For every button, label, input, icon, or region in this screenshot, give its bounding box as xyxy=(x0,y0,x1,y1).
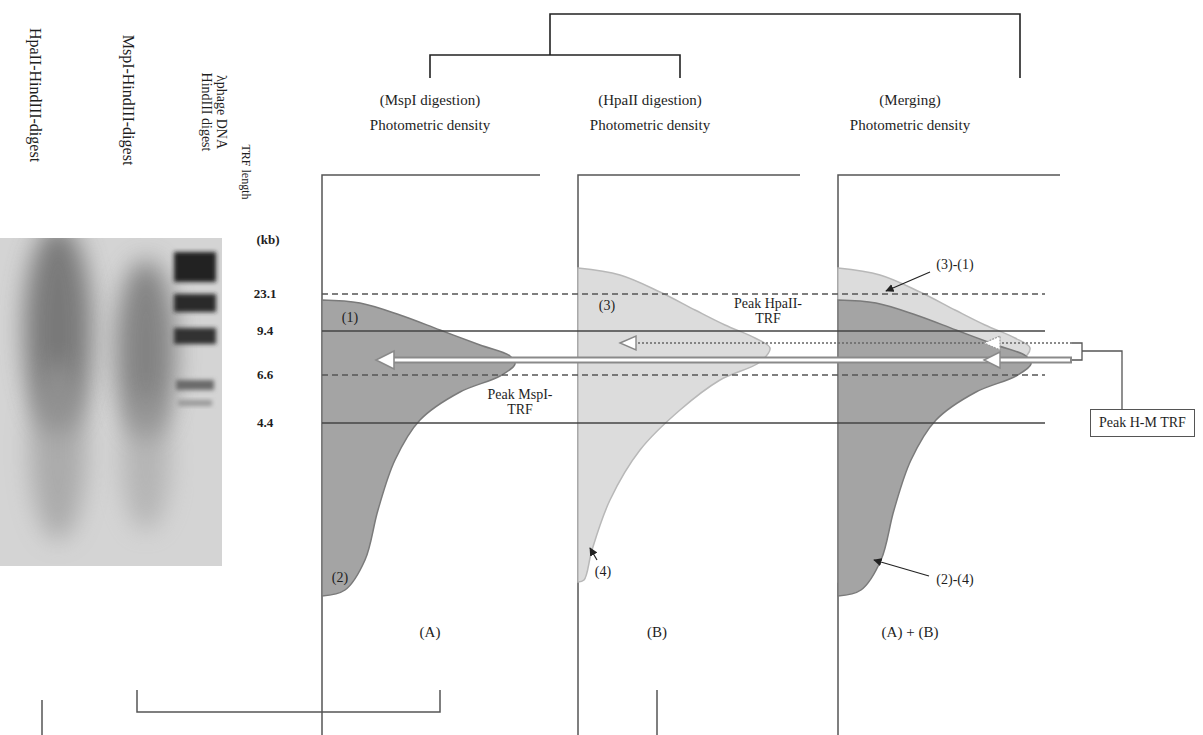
region-number: (1) xyxy=(342,310,358,325)
panel-axis xyxy=(322,175,540,735)
peak-box: Peak H-M TRF xyxy=(1090,409,1195,437)
density-curve xyxy=(322,300,515,596)
density-curve xyxy=(578,268,770,582)
size-line xyxy=(322,374,1045,375)
panel-axis xyxy=(838,175,1060,735)
axis-unit: (kb) xyxy=(256,233,279,247)
bracket xyxy=(41,700,43,735)
leader-line xyxy=(590,548,597,560)
bracket xyxy=(430,55,680,78)
bracket xyxy=(137,690,440,712)
gel-image xyxy=(0,238,222,566)
region-number: (2)-(4) xyxy=(936,572,973,587)
region-number: (2) xyxy=(332,570,348,585)
lane-label: MspI-HindIII-digest xyxy=(119,35,136,166)
box-text: Peak H-M TRF xyxy=(1099,415,1186,431)
size-line xyxy=(322,422,1045,423)
peak-arrow xyxy=(376,351,1072,369)
region-number: (3)-(1) xyxy=(936,257,973,272)
tick-label: 6.6 xyxy=(257,368,273,382)
density-curve xyxy=(838,300,1031,596)
peak-label: Peak HpaII-TRF xyxy=(728,296,808,326)
tick-label: 9.4 xyxy=(257,324,273,338)
peak-arrow xyxy=(620,336,1072,350)
panel-heading: (HpaII digestion) xyxy=(598,92,702,108)
region-number: (4) xyxy=(595,564,611,579)
panel-axis xyxy=(578,175,800,735)
tick-label: 4.4 xyxy=(257,416,273,430)
bracket xyxy=(656,690,658,735)
size-line xyxy=(322,330,1045,331)
tick-label: 23.1 xyxy=(254,287,277,301)
leader-line xyxy=(886,272,930,291)
panel-heading: Photometric density xyxy=(370,117,490,133)
leader-line xyxy=(874,560,929,576)
panel-heading: (MspI digestion) xyxy=(380,92,480,108)
size-line xyxy=(322,293,1045,294)
panel-letter: (A) + (B) xyxy=(882,624,939,640)
bracket xyxy=(1072,343,1122,412)
panel-letter: (A) xyxy=(420,624,441,640)
lane-label: HpaII-HindIII-digest xyxy=(26,28,43,162)
axis-title: TRF length xyxy=(240,144,253,199)
panel-heading: Photometric density xyxy=(590,117,710,133)
bracket xyxy=(550,14,1020,78)
panel-letter: (B) xyxy=(647,624,667,640)
lane-label: λphage DNA HindIII digest xyxy=(199,57,229,167)
peak-label: Peak MspI-TRF xyxy=(480,387,560,417)
panel-heading: (Merging) xyxy=(879,92,940,108)
region-number: (3) xyxy=(599,298,615,313)
panel-heading: Photometric density xyxy=(850,117,970,133)
